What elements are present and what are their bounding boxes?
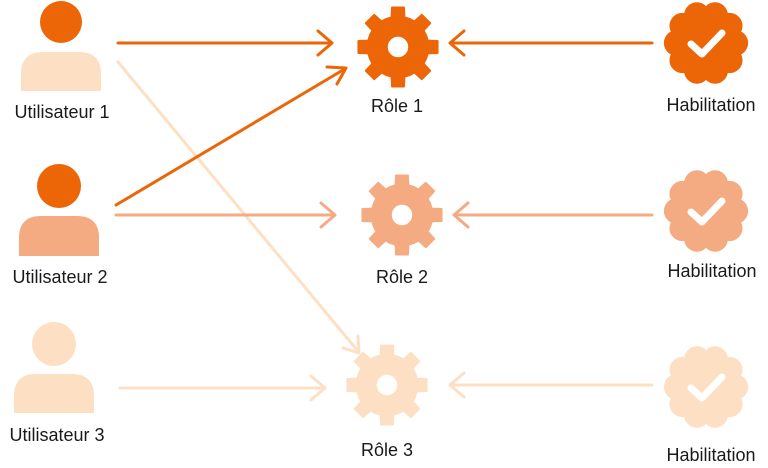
arrows: [114, 29, 654, 402]
arrow-user1-role3: [116, 60, 361, 355]
habilitation-3: Habilitation: [663, 346, 756, 465]
gear-shape: [357, 6, 439, 88]
gear-shape: [346, 344, 428, 426]
user-3: Utilisateur 3: [9, 322, 105, 445]
user-icon: [14, 322, 94, 413]
arrow-user1-role1: [116, 29, 334, 57]
badge-core: [674, 11, 738, 75]
role-label: Rôle 2: [376, 267, 428, 287]
habilitation-label: Habilitation: [666, 95, 755, 115]
gear-icon: [357, 6, 439, 88]
arrow-user3-role3: [118, 374, 327, 402]
badge-core: [674, 355, 738, 419]
habilitation-2: Habilitation: [663, 170, 757, 281]
role-2: Rôle 2: [361, 174, 443, 287]
user-label: Utilisateur 2: [12, 267, 107, 287]
badge-core: [674, 179, 738, 243]
arrow-user2-role1: [114, 65, 348, 207]
role-1: Rôle 1: [357, 6, 439, 116]
habilitation-1: Habilitation: [663, 2, 756, 115]
gear-icon: [346, 344, 428, 426]
check-icon: [687, 197, 726, 226]
check-icon: [687, 373, 726, 402]
habilitation-label: Habilitation: [666, 445, 755, 465]
gear-shape: [361, 174, 443, 256]
user-1: Utilisateur 1: [14, 1, 110, 122]
user-icon: [19, 164, 99, 256]
arrow-habilitation1-role1: [448, 29, 654, 57]
user-label: Utilisateur 1: [14, 102, 109, 122]
verified-badge-icon: [663, 170, 749, 252]
arrow-habilitation3-role3: [448, 371, 654, 399]
verified-badge-icon: [663, 346, 749, 428]
role-3: Rôle 3: [346, 344, 428, 460]
check-icon: [687, 29, 726, 58]
user-icon: [21, 1, 101, 91]
verified-badge-icon: [663, 2, 749, 84]
arrow-user2-role2: [114, 201, 337, 229]
user-2: Utilisateur 2: [12, 164, 108, 287]
habilitation-label: Habilitation: [667, 261, 756, 281]
arrow-habilitation2-role2: [452, 201, 654, 229]
role-label: Rôle 3: [361, 440, 413, 460]
role-label: Rôle 1: [371, 96, 423, 116]
user-label: Utilisateur 3: [9, 425, 104, 445]
gear-icon: [361, 174, 443, 256]
